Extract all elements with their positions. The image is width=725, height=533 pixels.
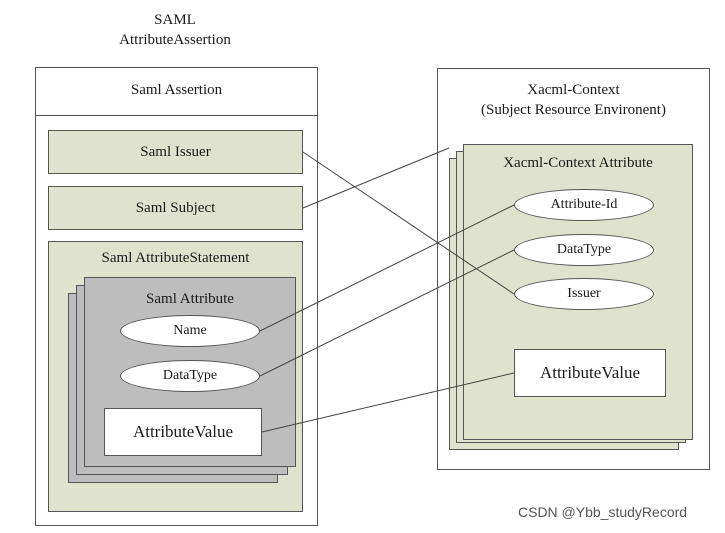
xacml-attributevalue-box: AttributeValue	[514, 349, 666, 397]
xacml-attribute-title: Xacml-Context Attribute	[503, 155, 653, 171]
xacml-issuer-ellipse: Issuer	[514, 278, 654, 310]
saml-attribute-title: Saml Attribute	[146, 291, 234, 307]
saml-name-ellipse: Name	[120, 315, 260, 347]
connector-subject	[302, 147, 450, 209]
xacml-context-title-line1: Xacml-Context	[527, 82, 620, 98]
assertion-divider	[35, 115, 318, 116]
xacml-datatype-ellipse: DataType	[514, 234, 654, 266]
xacml-context-title-line2: (Subject Resource Environent)	[481, 102, 666, 118]
saml-attributevalue-box: AttributeValue	[104, 408, 262, 456]
xacml-attribute-id-ellipse: Attribute-Id	[514, 189, 654, 221]
saml-assertion-header: Saml Assertion	[130, 81, 223, 98]
left-title-line2: AttributeAssertion	[119, 32, 231, 48]
saml-attribute-statement-label: Saml AttributeStatement	[101, 250, 250, 266]
saml-subject-box: Saml Subject	[48, 186, 303, 230]
saml-issuer-box: Saml Issuer	[48, 130, 303, 174]
left-title-line1: SAML	[154, 12, 196, 28]
saml-datatype-ellipse: DataType	[120, 360, 260, 392]
watermark-text: CSDN @Ybb_studyRecord	[518, 504, 688, 520]
xacml-context-title: Xacml-Context (Subject Resource Environe…	[437, 80, 710, 120]
left-title: SAML AttributeAssertion	[60, 10, 290, 50]
